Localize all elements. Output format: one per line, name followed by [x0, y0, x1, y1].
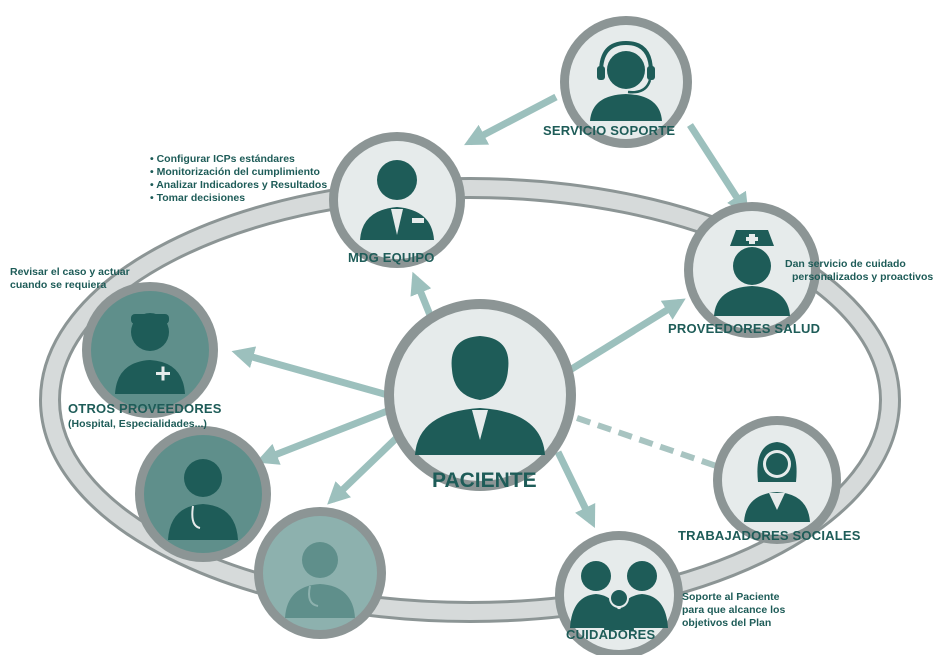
cuidadores-note-line: objetivos del Plan: [682, 617, 772, 629]
doctor-stethoscope-icon: [285, 542, 355, 618]
node-trabajadores-sociales: [713, 416, 841, 544]
cuidadores-note-line: para que alcance los: [682, 604, 786, 616]
mdg-task-item: Tomar decisiones: [150, 192, 327, 205]
arrow-paciente-to-otros: [231, 346, 396, 401]
person-bust-icon: [415, 336, 545, 455]
paciente-label: PACIENTE: [432, 469, 537, 492]
cuidadores-note-line: Soporte al Paciente: [682, 591, 780, 603]
cuidadores-label: CUIDADORES: [566, 627, 656, 642]
suited-staff-icon: [360, 160, 434, 240]
node-cuidadores: [555, 531, 683, 655]
node-doctor-1: [135, 426, 271, 562]
mdg-equipo-label: MDG EQUIPO: [348, 250, 435, 265]
arrow-soporte-to-mdg: [464, 93, 558, 146]
surgeon-icon: [115, 313, 185, 394]
nurse-cap-icon: [714, 230, 790, 316]
mdg-task-list: Configurar ICPs estándares Monitorizació…: [150, 153, 327, 205]
arrow-paciente-to-doctor-1: [255, 404, 397, 465]
dashed-link-trabajadores: [576, 415, 729, 473]
node-doctor-2: [254, 507, 386, 639]
doctor-stethoscope-icon: [168, 459, 238, 540]
node-paciente: [384, 299, 576, 491]
salud-note-line: personalizados y proactivos: [792, 271, 934, 283]
arrow-soporte-to-salud: [687, 123, 749, 216]
node-proveedores-salud: [684, 202, 820, 338]
otros-note-line: cuando se requiera: [10, 279, 107, 291]
salud-note: Dan servicio de cuidado personalizados y…: [785, 258, 933, 284]
mdg-task-item: Configurar ICPs estándares: [150, 153, 327, 166]
arrow-paciente-to-mdg: [410, 271, 436, 322]
arrow-paciente-to-salud: [568, 298, 686, 373]
node-servicio-soporte: [560, 16, 692, 148]
otros-note-line: Revisar el caso y actuar: [10, 266, 130, 278]
servicio-soporte-label: SERVICIO SOPORTE: [543, 123, 676, 138]
node-mdg-equipo: [329, 132, 465, 268]
trabajadores-sociales-label: TRABAJADORES SOCIALES: [678, 528, 861, 543]
arrow-paciente-to-cuidadores: [554, 450, 596, 529]
care-ring-inner: [42, 180, 898, 620]
mdg-task-item: Analizar Indicadores y Resultados: [150, 179, 327, 192]
headset-operator-icon: [590, 40, 662, 121]
otros-proveedores-label: OTROS PROVEEDORES: [68, 401, 222, 416]
mdg-task-item: Monitorización del cumplimiento: [150, 166, 327, 179]
otros-note: Revisar el caso y actuar cuando se requi…: [10, 266, 130, 292]
salud-note-line: Dan servicio de cuidado: [785, 258, 906, 270]
cuidadores-note: Soporte al Paciente para que alcance los…: [682, 591, 785, 630]
node-otros-proveedores: [82, 282, 218, 418]
proveedores-salud-label: PROVEEDORES SALUD: [668, 321, 821, 336]
woman-icon: [744, 442, 810, 522]
otros-proveedores-sublabel: (Hospital, Especialidades...): [68, 418, 207, 430]
family-icon: [570, 561, 668, 630]
